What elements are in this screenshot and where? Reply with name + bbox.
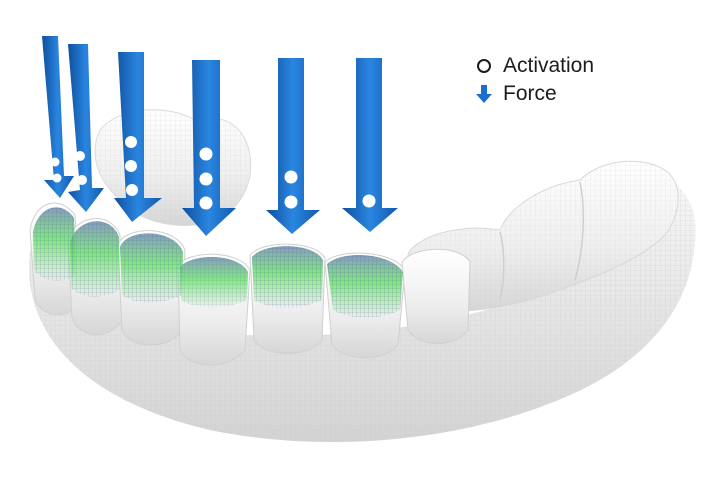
legend-force: Force <box>474 80 674 108</box>
force-arrows <box>42 36 398 236</box>
force-arrow <box>68 44 104 212</box>
activation-dot <box>125 160 137 172</box>
activation-dot <box>126 184 138 196</box>
force-arrow <box>182 60 236 236</box>
right-molars <box>405 160 679 312</box>
activation-dot <box>77 175 87 185</box>
activation-dot <box>199 196 213 210</box>
activation-dot <box>362 194 376 208</box>
activation-circle-icon <box>474 56 494 76</box>
force-arrow <box>266 58 320 234</box>
force-arrow-icon <box>474 84 494 104</box>
activation-dot <box>199 172 213 186</box>
legend-activation: Activation <box>474 52 674 80</box>
legend-activation-label: Activation <box>503 54 595 77</box>
aligner-base <box>28 179 696 443</box>
activation-dot <box>284 195 298 209</box>
activation-dot <box>52 173 62 183</box>
force-arrow <box>342 58 398 232</box>
activation-dot <box>199 147 213 161</box>
activation-dot <box>125 136 137 148</box>
activation-dot <box>284 170 298 184</box>
force-arrow <box>114 52 162 222</box>
legend: Activation Force <box>474 52 674 108</box>
activation-zones <box>33 207 403 318</box>
force-arrow <box>42 36 74 198</box>
activation-dot <box>50 157 60 167</box>
activation-dot <box>75 151 85 161</box>
legend-force-label: Force <box>503 82 557 105</box>
